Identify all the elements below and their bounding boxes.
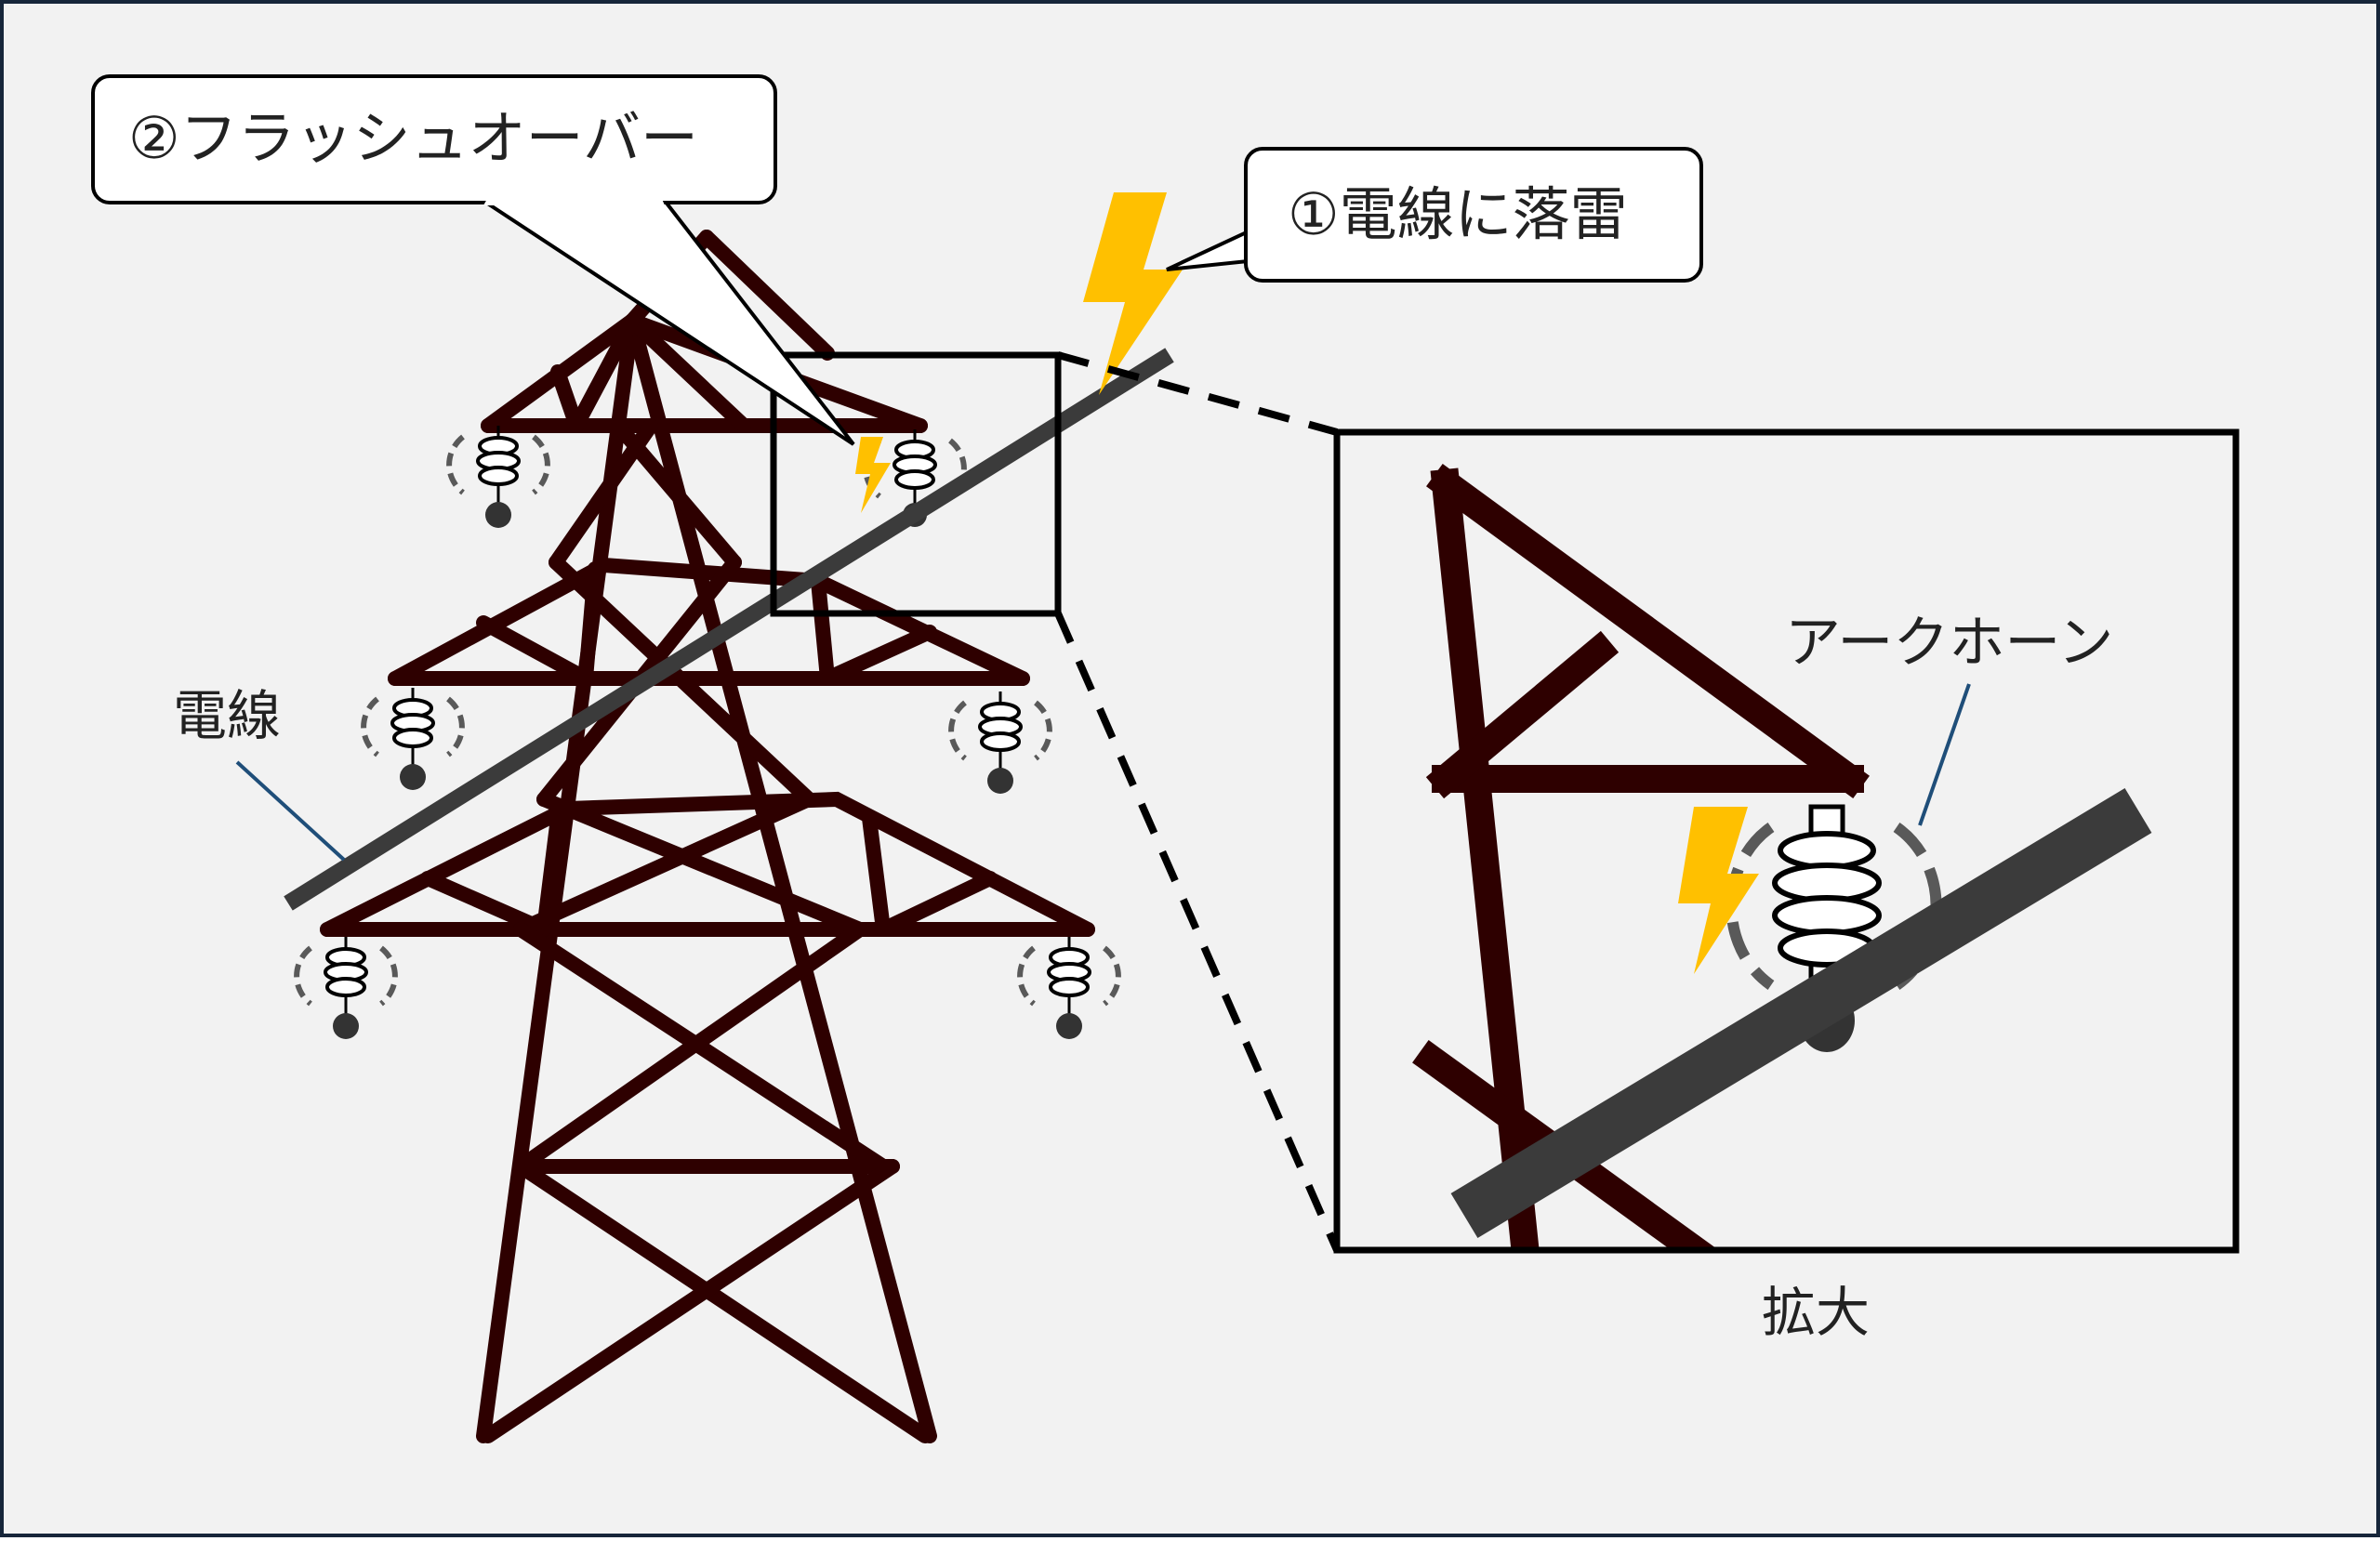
insulator-upper-left — [446, 426, 550, 528]
callout-flashover-text: ②フラッシュオーバー — [128, 104, 698, 172]
wire-leader-line — [235, 760, 346, 862]
zoom-box-content — [1412, 464, 2152, 1250]
zoom-label: 拡大 — [1762, 1281, 1870, 1344]
callout-lightning-strike: ①電線に落雷 — [1166, 147, 1703, 283]
insulator-lower-right — [1017, 937, 1121, 1039]
zoom-connector-lines — [1054, 351, 1341, 1252]
insulator-middle-right — [948, 691, 1052, 794]
flashover-lightning-icon — [855, 437, 891, 513]
zoom-arc-horn — [1726, 823, 1942, 990]
callout-lightning-strike-text: ①電線に落雷 — [1288, 180, 1628, 248]
wire-label: 電線 — [173, 684, 281, 747]
insulators — [294, 426, 1121, 1039]
zoom-flashover-lightning-icon — [1678, 807, 1759, 974]
insulator-lower-left — [294, 937, 398, 1039]
zoom-box — [1333, 428, 2240, 1254]
zoom-wire — [1450, 788, 2152, 1238]
arc-horn-label: アークホーン — [1785, 611, 2113, 676]
lightning-strike-icon — [1083, 192, 1183, 395]
zoom-source-box — [770, 351, 1062, 617]
insulator-middle-left — [361, 688, 465, 790]
callout-flashover: ②フラッシュオーバー — [91, 74, 855, 446]
power-wire — [284, 348, 1174, 911]
arc-horn-leader-line — [1918, 683, 1971, 826]
